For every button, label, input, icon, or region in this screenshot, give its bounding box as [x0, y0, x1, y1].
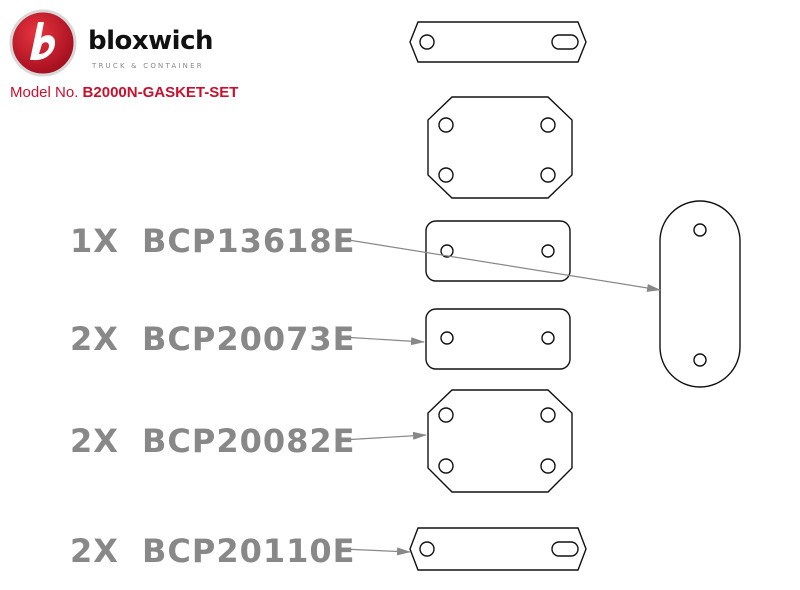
part-code: BCP13618E: [142, 222, 356, 260]
octagonal-gasket-lower: [427, 389, 573, 493]
model-number-line: Model No. B2000N-GASKET-SET: [10, 84, 238, 101]
part-label-3: 2X BCP20082E: [70, 422, 356, 460]
leader-line-3: [341, 431, 427, 441]
part-quantity: 1X: [70, 222, 119, 260]
brand-logo: bloxwich TRUCK & CONTAINER: [8, 8, 248, 80]
brand-tagline: TRUCK & CONTAINER: [92, 62, 204, 70]
part-label-4: 2X BCP20110E: [70, 532, 356, 570]
bloxwich-emblem-icon: [9, 9, 77, 77]
part-label-1: 1X BCP13618E: [70, 222, 356, 260]
oval-gasket: [659, 200, 741, 388]
rect-gasket-1: [425, 220, 571, 282]
strip-gasket-bottom: [409, 527, 587, 571]
strip-gasket-top: [409, 21, 587, 63]
model-label: Model No.: [10, 84, 79, 101]
part-quantity: 2X: [70, 422, 119, 460]
part-code: BCP20082E: [142, 422, 356, 460]
part-code: BCP20110E: [142, 532, 356, 570]
part-label-2: 2X BCP20073E: [70, 320, 356, 358]
part-quantity: 2X: [70, 532, 119, 570]
leader-line-2: [341, 336, 425, 346]
part-code: BCP20073E: [142, 320, 356, 358]
leader-line-4: [341, 547, 411, 556]
model-number: B2000N-GASKET-SET: [82, 84, 239, 101]
rect-gasket-2: [425, 308, 571, 370]
leader-line-1: [341, 238, 661, 292]
part-quantity: 2X: [70, 320, 119, 358]
octagonal-gasket-upper: [427, 96, 573, 199]
brand-name: bloxwich: [88, 26, 214, 56]
